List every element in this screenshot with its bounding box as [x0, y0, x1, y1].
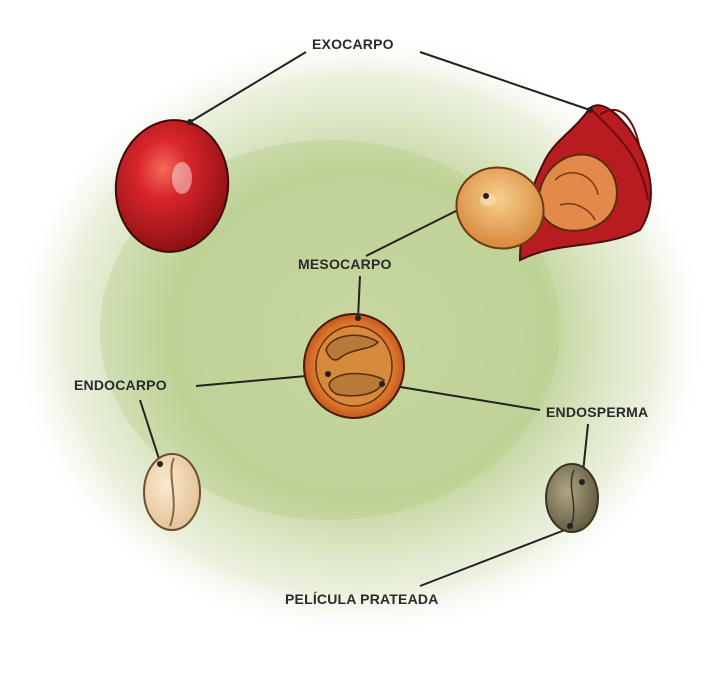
- green-bean: [546, 464, 598, 532]
- cherry-cross-section: [304, 314, 404, 418]
- label-endocarp: ENDOCARPO: [74, 377, 167, 393]
- label-silverskin: PELÍCULA PRATEADA: [285, 591, 439, 607]
- label-mesocarp: MESOCARPO: [298, 256, 392, 272]
- label-endosperm: ENDOSPERMA: [546, 404, 648, 420]
- label-exocarp: EXOCARPO: [312, 36, 394, 52]
- parchment-bean: [144, 454, 200, 530]
